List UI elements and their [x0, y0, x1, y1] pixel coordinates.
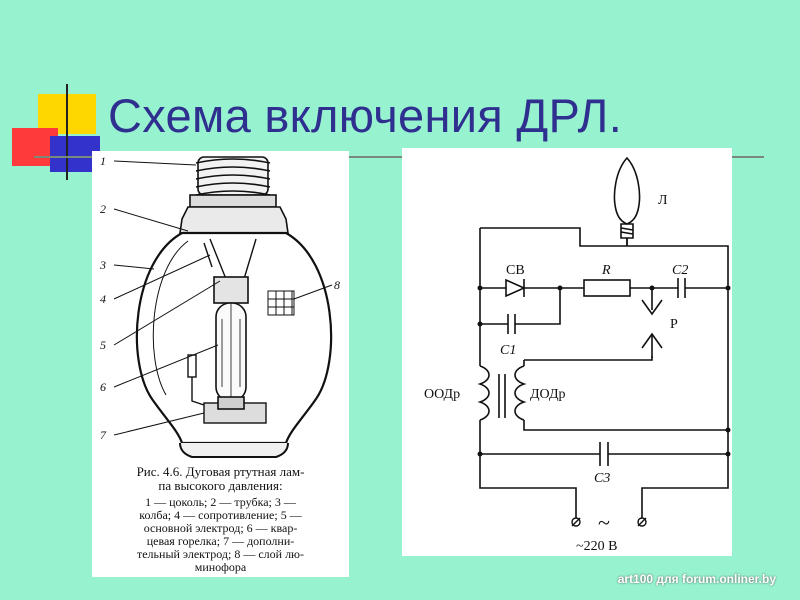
callout-4: 4	[100, 292, 106, 306]
callout-6: 6	[100, 380, 106, 394]
label-supply: ~220 В	[576, 539, 617, 554]
label-spark-gap: Р	[670, 317, 678, 332]
callout-lines	[113, 160, 333, 436]
label-main-winding: ООДр	[424, 387, 460, 402]
callout-7: 7	[100, 428, 107, 442]
circuit-panel: Л СВ R C2 C1 Р ООДр ДОДр C3 ~ ~220 В	[402, 148, 732, 556]
lamp-bottom	[179, 442, 289, 458]
slide-title: Схема включения ДРЛ.	[108, 89, 623, 142]
figure-caption-line: Рис. 4.6. Дуговая ртутная лам-	[136, 464, 305, 479]
watermark: art100 для forum.onliner.by	[617, 572, 776, 586]
figure-caption-line: минофора	[194, 560, 247, 574]
callout-8: 8	[334, 278, 340, 292]
lamp-symbol	[613, 156, 641, 225]
callout-numbers: 1 2 3 4 5 6 7 8	[99, 154, 340, 442]
circuit-junctions	[477, 285, 731, 457]
label-rectifier: СВ	[506, 263, 525, 278]
quartz-burner	[213, 276, 249, 410]
figure-caption-line: тельный электрод; 8 — слой лю-	[136, 547, 305, 561]
figure-caption-line: па высокого давления:	[158, 478, 283, 493]
label-tilde: ~	[598, 510, 610, 535]
circuit-wires	[477, 156, 729, 518]
circuit-diagram: Л СВ R C2 C1 Р ООДр ДОДр C3 ~ ~220 В	[424, 156, 731, 554]
label-extra-winding: ДОДр	[530, 387, 566, 402]
figure-caption-line: основной электрод; 6 — квар-	[143, 521, 298, 535]
label-lamp: Л	[658, 193, 668, 208]
figure-caption-line: 1 — цоколь; 2 — трубка; 3 —	[145, 495, 296, 509]
lamp-base	[189, 156, 277, 208]
supply-terminals	[571, 517, 647, 527]
figure-caption-line: колба; 4 — сопротивление; 5 —	[139, 508, 302, 522]
figure-caption-line: цевая горелка; 7 — дополни-	[146, 534, 295, 548]
lamp-figure-panel: 1 2 3 4 5 6 7 8 Рис. 4.6. Дуговая ртутна…	[92, 151, 349, 577]
deco-blue-square	[50, 136, 100, 172]
label-c2: C2	[672, 263, 688, 278]
callout-3: 3	[99, 258, 106, 272]
phosphor-patch	[267, 290, 295, 316]
lamp-neck	[179, 206, 289, 234]
deco-vertical-line	[66, 84, 68, 180]
deco-horizontal-line	[34, 156, 764, 158]
label-resistor: R	[601, 263, 611, 278]
label-c1: C1	[500, 343, 516, 358]
callout-1: 1	[100, 154, 106, 168]
label-c3: C3	[594, 471, 610, 486]
callout-2: 2	[100, 202, 106, 216]
lamp-illustration: 1 2 3 4 5 6 7 8	[99, 154, 340, 458]
callout-5: 5	[100, 338, 106, 352]
